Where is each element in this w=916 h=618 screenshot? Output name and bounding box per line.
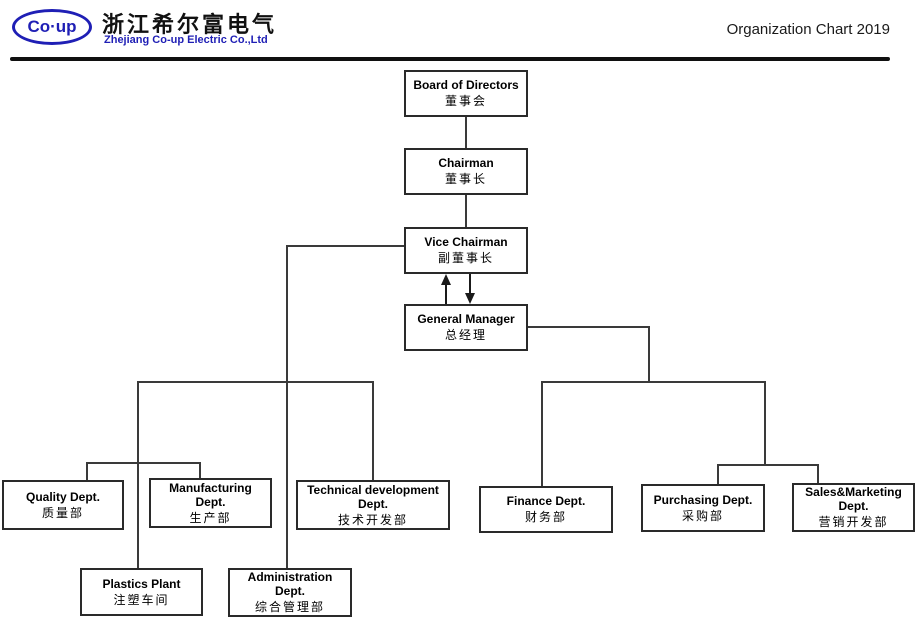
arrow-line-up — [445, 283, 447, 304]
connector-right-subbracket — [717, 464, 819, 466]
node-title-en: Finance Dept. — [506, 494, 586, 508]
connector-drop-sales — [817, 464, 819, 483]
node-title-en: Administration Dept. — [247, 570, 333, 598]
node-title-cn: 采购部 — [681, 508, 724, 523]
org-node-vice-chairman: Vice Chairman 副董事长 — [404, 227, 528, 274]
node-title-cn: 总经理 — [444, 328, 487, 342]
org-node-purchasing-dept: Purchasing Dept. 采购部 — [641, 484, 765, 532]
connector-vicechairman-left — [286, 245, 404, 247]
org-node-quality-dept: Quality Dept. 质量部 — [2, 480, 124, 530]
node-title-cn: 董事会 — [444, 94, 487, 108]
connector-drop-purchasing — [717, 464, 719, 484]
node-title-cn: 董事长 — [444, 172, 487, 186]
node-title-cn: 生产部 — [189, 510, 232, 525]
connector-board-chairman — [465, 117, 467, 148]
company-logo: Co·up — [12, 9, 92, 45]
connector-drop-manufacturing — [199, 462, 201, 478]
connector-left-bracket — [137, 381, 374, 383]
node-title-cn: 技术开发部 — [337, 512, 408, 527]
connector-drop-plastics — [137, 381, 139, 568]
node-title-en: Board of Directors — [413, 78, 519, 92]
connector-gm-right — [528, 326, 650, 328]
node-title-en: Chairman — [438, 156, 494, 170]
connector-left-subbracket — [86, 462, 201, 464]
node-title-cn: 综合管理部 — [254, 600, 325, 614]
company-name-chinese: 浙江希尔富电气 — [102, 12, 278, 37]
node-title-en: Sales&Marketing Dept. — [805, 485, 902, 513]
connector-right-drop-sub — [764, 381, 766, 466]
arrow-up-icon — [441, 274, 451, 285]
node-title-en: Vice Chairman — [424, 235, 508, 249]
connector-chairman-vicechairman — [465, 195, 467, 227]
node-title-en: Plastics Plant — [102, 576, 181, 591]
connector-left-drop-administration — [286, 245, 288, 568]
node-title-cn: 注塑车间 — [113, 592, 170, 607]
org-node-technical-development-dept: Technical development Dept. 技术开发部 — [296, 480, 450, 530]
header-divider — [10, 57, 890, 61]
arrow-down-icon — [465, 293, 475, 304]
page-title: Organization Chart 2019 — [726, 21, 890, 38]
node-title-cn: 副董事长 — [437, 251, 494, 265]
org-node-plastics-plant: Plastics Plant 注塑车间 — [80, 568, 203, 616]
logo-text: Co·up — [27, 17, 77, 36]
connector-right-drop — [648, 326, 650, 383]
node-title-cn: 财务部 — [524, 510, 567, 524]
org-node-general-manager: General Manager 总经理 — [404, 304, 528, 351]
org-node-finance-dept: Finance Dept. 财务部 — [479, 486, 613, 533]
org-node-sales-marketing-dept: Sales&Marketing Dept. 营销开发部 — [792, 483, 915, 532]
node-title-en: Purchasing Dept. — [653, 492, 753, 507]
node-title-en: Manufacturing Dept. — [169, 480, 252, 509]
node-title-en: Technical development Dept. — [307, 482, 439, 511]
org-node-manufacturing-dept: Manufacturing Dept. 生产部 — [149, 478, 272, 528]
node-title-en: Quality Dept. — [25, 489, 100, 504]
connector-right-bracket — [541, 381, 766, 383]
org-node-board-of-directors: Board of Directors 董事会 — [404, 70, 528, 117]
connector-drop-quality — [86, 462, 88, 480]
org-node-administration-dept: Administration Dept. 综合管理部 — [228, 568, 352, 617]
node-title-en: General Manager — [417, 312, 515, 326]
node-title-cn: 营销开发部 — [818, 515, 889, 529]
connector-drop-technical — [372, 381, 374, 480]
company-name-english: Zhejiang Co-up Electric Co.,Ltd — [104, 34, 268, 46]
connector-drop-finance — [541, 381, 543, 486]
node-title-cn: 质量部 — [41, 505, 84, 520]
org-node-chairman: Chairman 董事长 — [404, 148, 528, 195]
arrow-line-down — [469, 274, 471, 295]
